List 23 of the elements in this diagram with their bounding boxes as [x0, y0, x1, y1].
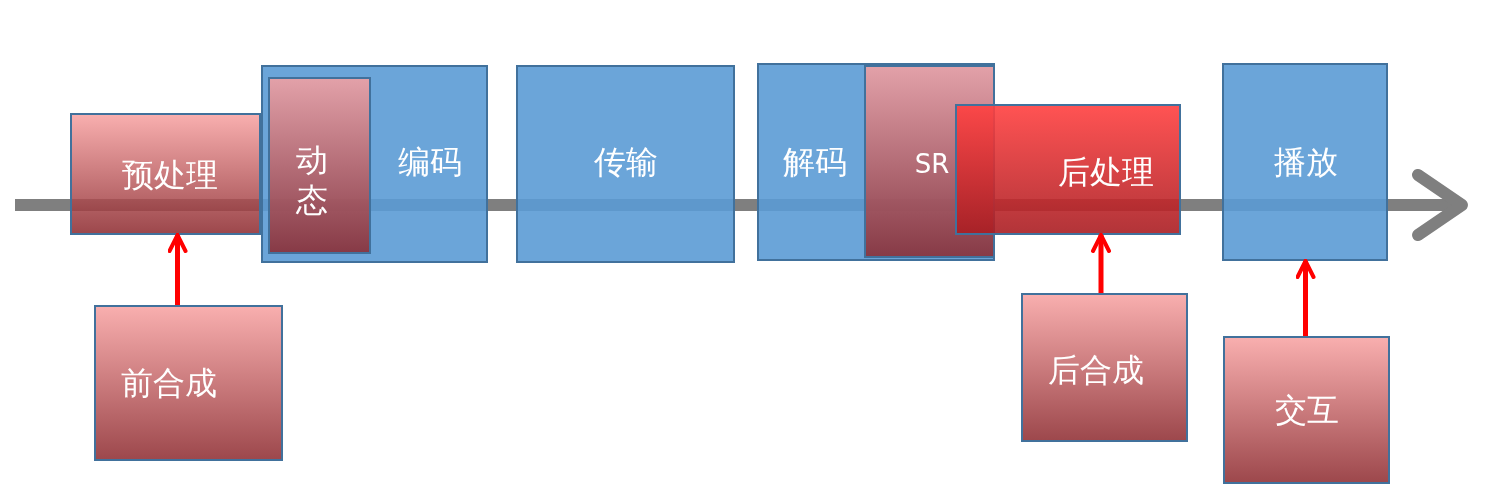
- box-label: 前合成: [121, 363, 217, 403]
- box-label: 传输: [594, 142, 658, 182]
- stage-box: [268, 77, 371, 254]
- arrow: [1295, 259, 1316, 336]
- arrow: [1091, 233, 1111, 293]
- process-box: [1222, 63, 1388, 261]
- box-label: 动态: [295, 140, 329, 220]
- box-label: 解码: [783, 142, 847, 182]
- process-box: [261, 65, 488, 263]
- box-label: 后合成: [1048, 350, 1144, 390]
- stage-box: [955, 104, 1181, 235]
- stage-box: [1223, 336, 1390, 484]
- box-label: 后处理: [1058, 152, 1154, 192]
- stage-box: [1021, 293, 1188, 442]
- stage-box: [94, 305, 283, 461]
- box-label: 预处理: [122, 155, 218, 195]
- box-label: SR: [914, 148, 950, 181]
- box-label: 编码: [398, 142, 462, 182]
- arrow: [167, 233, 188, 305]
- box-label: 交互: [1275, 390, 1339, 430]
- box-label: 播放: [1274, 142, 1338, 182]
- stage-box: [70, 113, 261, 235]
- process-box: [516, 65, 735, 263]
